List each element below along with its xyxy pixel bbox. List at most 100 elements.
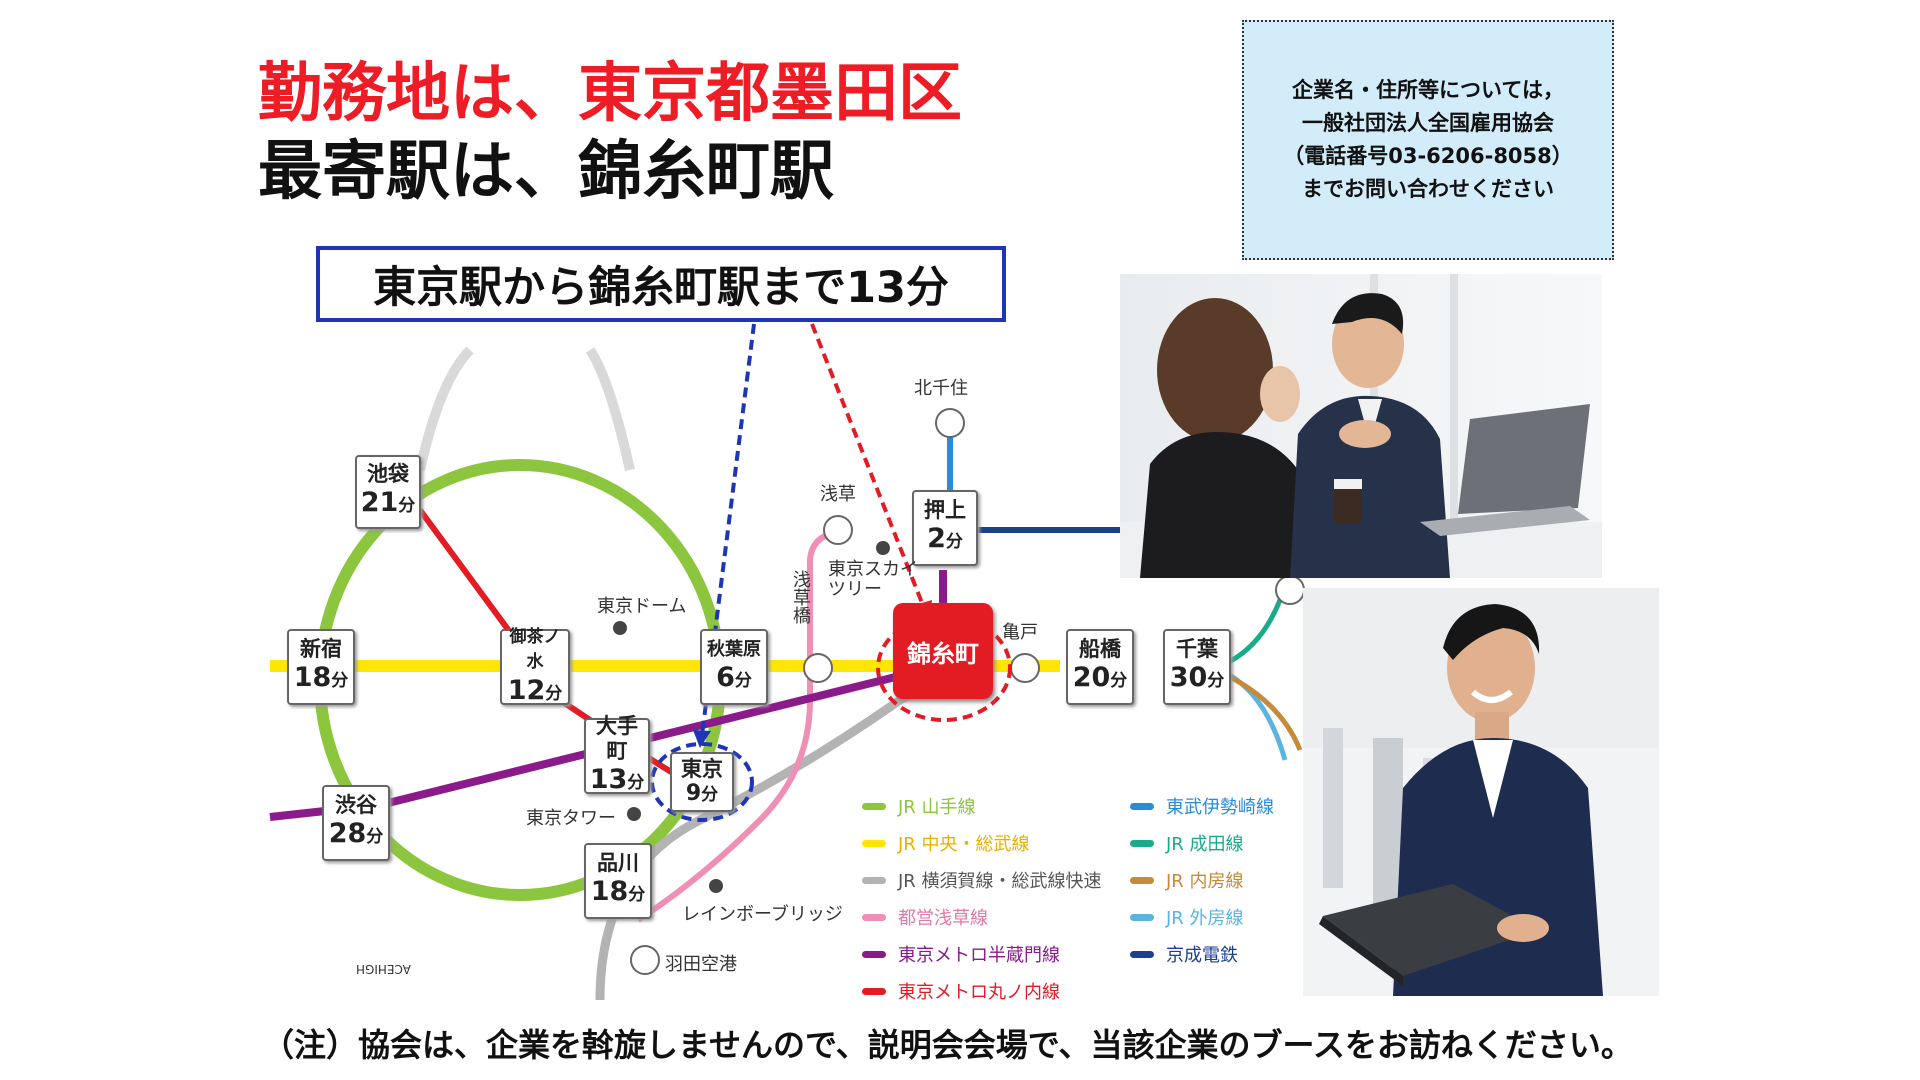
legend-swatch: [862, 987, 886, 995]
photo-laptop-illustration: [1303, 588, 1659, 996]
legend-swatch: [1130, 876, 1154, 884]
notice-line: 一般社団法人全国雇用協会: [1302, 111, 1554, 135]
station-name: 押上: [924, 498, 966, 522]
minutes-value: 12: [507, 674, 546, 706]
legend-label: 東武伊勢崎線: [1166, 797, 1274, 818]
station-funabashi: 船橋 20分: [1066, 629, 1134, 705]
minutes-unit: 分: [545, 683, 563, 704]
legend-swatch: [862, 876, 886, 884]
station-minutes: 28分: [324, 818, 388, 853]
travel-time-callout: 東京駅から錦糸町駅まで13分: [316, 246, 1006, 322]
legend-swatch: [862, 913, 886, 921]
station-minutes: 2分: [914, 523, 976, 558]
station-akihabara: 秋葉原 6分: [700, 629, 768, 705]
minutes-value: 9: [685, 781, 702, 806]
station-ikebukuro: 池袋 21分: [355, 455, 421, 529]
minutes-value: 28: [328, 818, 367, 849]
legend-label: JR 内房線: [1166, 871, 1244, 892]
minutes-unit: 分: [734, 671, 752, 691]
station-minutes: 18分: [586, 876, 650, 911]
station-chiba: 千葉 30分: [1163, 629, 1231, 705]
label-asakusa: 浅草: [820, 484, 856, 505]
minutes-value: 18: [590, 876, 629, 907]
legend-label: JR 中央・総武線: [898, 834, 1030, 855]
legend-label: 東京メトロ半蔵門線: [898, 945, 1060, 966]
legend-item: JR 成田線: [1130, 830, 1244, 856]
photo-business-meeting: [1120, 274, 1602, 578]
station-tokyo: 東京 9分: [670, 752, 734, 812]
station-minutes: 30分: [1165, 662, 1229, 697]
legend-item: JR 山手線: [862, 793, 976, 819]
legend-item: JR 横須賀線・総武線快速: [862, 867, 1102, 893]
station-minutes: 20分: [1068, 662, 1132, 697]
label-asakusabashi: 浅草橋: [790, 570, 811, 624]
minutes-unit: 分: [398, 496, 416, 516]
station-name: 池袋: [367, 462, 409, 486]
minutes-unit: 分: [1207, 671, 1225, 691]
minutes-value: 6: [716, 662, 735, 693]
legend-label: JR 山手線: [898, 797, 976, 818]
photo-man-with-laptop: [1303, 588, 1659, 996]
minutes-unit: 分: [627, 772, 645, 793]
label-skytree: 東京スカイツリー: [828, 559, 918, 600]
station-name: 秋葉原: [707, 639, 761, 660]
legend-label: 京成電鉄: [1166, 945, 1238, 966]
legend-item: JR 外房線: [1130, 904, 1244, 930]
legend-swatch: [862, 839, 886, 847]
photo-meeting-illustration: [1120, 274, 1602, 578]
station-shinjuku: 新宿 18分: [287, 629, 355, 705]
station-name: 大手町: [596, 713, 638, 763]
map-credit: ACEHIGH: [356, 962, 411, 976]
station-minutes: 6分: [702, 662, 766, 697]
legend-label: JR 横須賀線・総武線快速: [898, 871, 1102, 892]
legend-item: JR 中央・総武線: [862, 830, 1030, 856]
station-ochanomizu: 御茶ノ水 12分: [500, 627, 570, 706]
minutes-unit: 分: [366, 827, 384, 847]
station-oshiage: 押上 2分: [912, 490, 978, 566]
station-minutes: 12分: [502, 675, 568, 710]
station-name: 渋谷: [335, 793, 377, 817]
legend-swatch: [1130, 839, 1154, 847]
legend-item: 都営浅草線: [862, 904, 988, 930]
notice-line: （電話番号03-6206-8058）: [1283, 144, 1573, 168]
station-shibuya: 渋谷 28分: [322, 785, 390, 861]
legend-item: JR 内房線: [1130, 867, 1244, 893]
station-minutes: 13分: [586, 764, 648, 799]
legend-item: 東京メトロ半蔵門線: [862, 941, 1060, 967]
legend-swatch: [862, 802, 886, 810]
station-name: 品川: [597, 851, 639, 875]
minutes-unit: 分: [628, 885, 646, 905]
station-name: 千葉: [1176, 637, 1218, 661]
station-shinagawa: 品川 18分: [584, 843, 652, 919]
station-minutes: 18分: [289, 662, 353, 697]
minutes-unit: 分: [945, 532, 963, 552]
minutes-value: 21: [360, 487, 399, 518]
station-kinshicho-highlight: 錦糸町: [893, 603, 993, 699]
station-name: 船橋: [1079, 637, 1121, 661]
legend-label: JR 外房線: [1166, 908, 1244, 929]
footnote: （注）協会は、企業を斡旋しませんので、説明会会場で、当該企業のブースをお訪ねくだ…: [262, 1026, 1633, 1064]
minutes-value: 30: [1169, 662, 1208, 693]
label-tokyo-dome: 東京ドーム: [597, 596, 687, 617]
legend-swatch: [862, 950, 886, 958]
minutes-unit: 分: [1110, 671, 1128, 691]
label-rainbow-bridge: レインボーブリッジ: [682, 904, 843, 925]
minutes-value: 18: [293, 662, 332, 693]
station-otemachi: 大手町 13分: [584, 714, 650, 795]
minutes-unit: 分: [331, 671, 349, 691]
label-kameido: 亀戸: [1002, 622, 1038, 643]
notice-line: までお問い合わせください: [1302, 177, 1554, 201]
label-tokyo-tower: 東京タワー: [526, 808, 616, 829]
minutes-unit: 分: [701, 785, 719, 805]
legend-swatch: [1130, 913, 1154, 921]
station-name: 東京: [681, 757, 723, 781]
legend-swatch: [1130, 802, 1154, 810]
station-minutes: 21分: [357, 487, 419, 522]
minutes-value: 2: [927, 523, 946, 554]
station-minutes: 9分: [672, 782, 732, 807]
station-name: 新宿: [300, 637, 342, 661]
legend-item: 東武伊勢崎線: [1130, 793, 1274, 819]
legend-item: 京成電鉄: [1130, 941, 1238, 967]
legend-label: 東京メトロ丸ノ内線: [898, 982, 1060, 1003]
legend-label: 都営浅草線: [898, 908, 988, 929]
